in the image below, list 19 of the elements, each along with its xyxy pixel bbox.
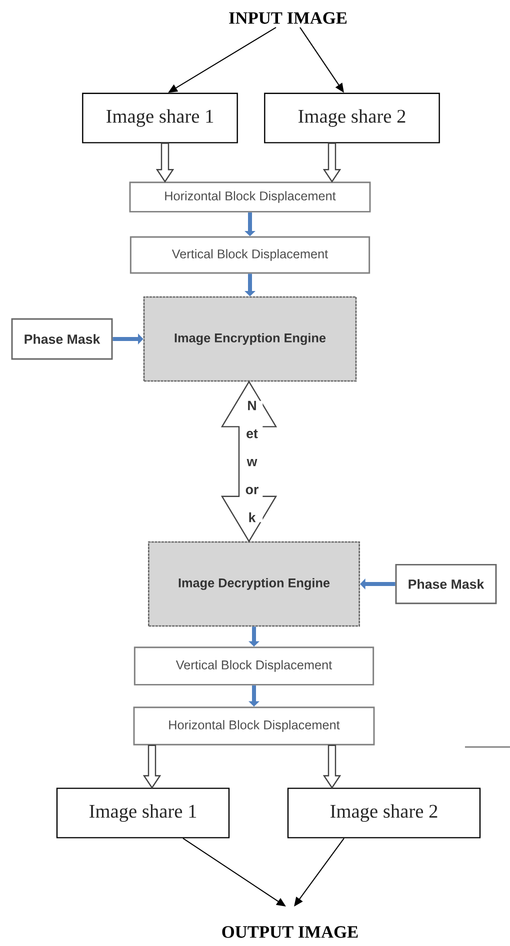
heading-text: OUTPUT IMAGE bbox=[222, 926, 358, 938]
block-arrow bbox=[322, 142, 342, 183]
process-box: Vertical Block Displacement bbox=[134, 646, 374, 686]
block-arrow bbox=[156, 142, 174, 183]
process-box: Vertical Block Displacement bbox=[130, 236, 370, 274]
share-box: Image share 2 bbox=[264, 92, 440, 144]
process-box: Horizontal Block Displacement bbox=[129, 182, 371, 212]
engine-box: Image Decryption Engine bbox=[148, 541, 360, 627]
share-box: Image share 1 bbox=[82, 92, 238, 144]
input-box: Phase Mask bbox=[11, 318, 113, 360]
share-box: Image share 1 bbox=[56, 788, 230, 838]
engine-box: Image Encryption Engine bbox=[143, 296, 357, 382]
block-arrow bbox=[322, 744, 342, 789]
edge-label: N et w or k bbox=[241, 400, 263, 522]
input-box: Phase Mask bbox=[395, 564, 497, 604]
share-box: Image share 2 bbox=[287, 788, 481, 838]
process-box: Horizontal Block Displacement bbox=[133, 706, 375, 746]
block-arrow bbox=[142, 744, 162, 789]
heading-text: INPUT IMAGE bbox=[229, 12, 347, 24]
